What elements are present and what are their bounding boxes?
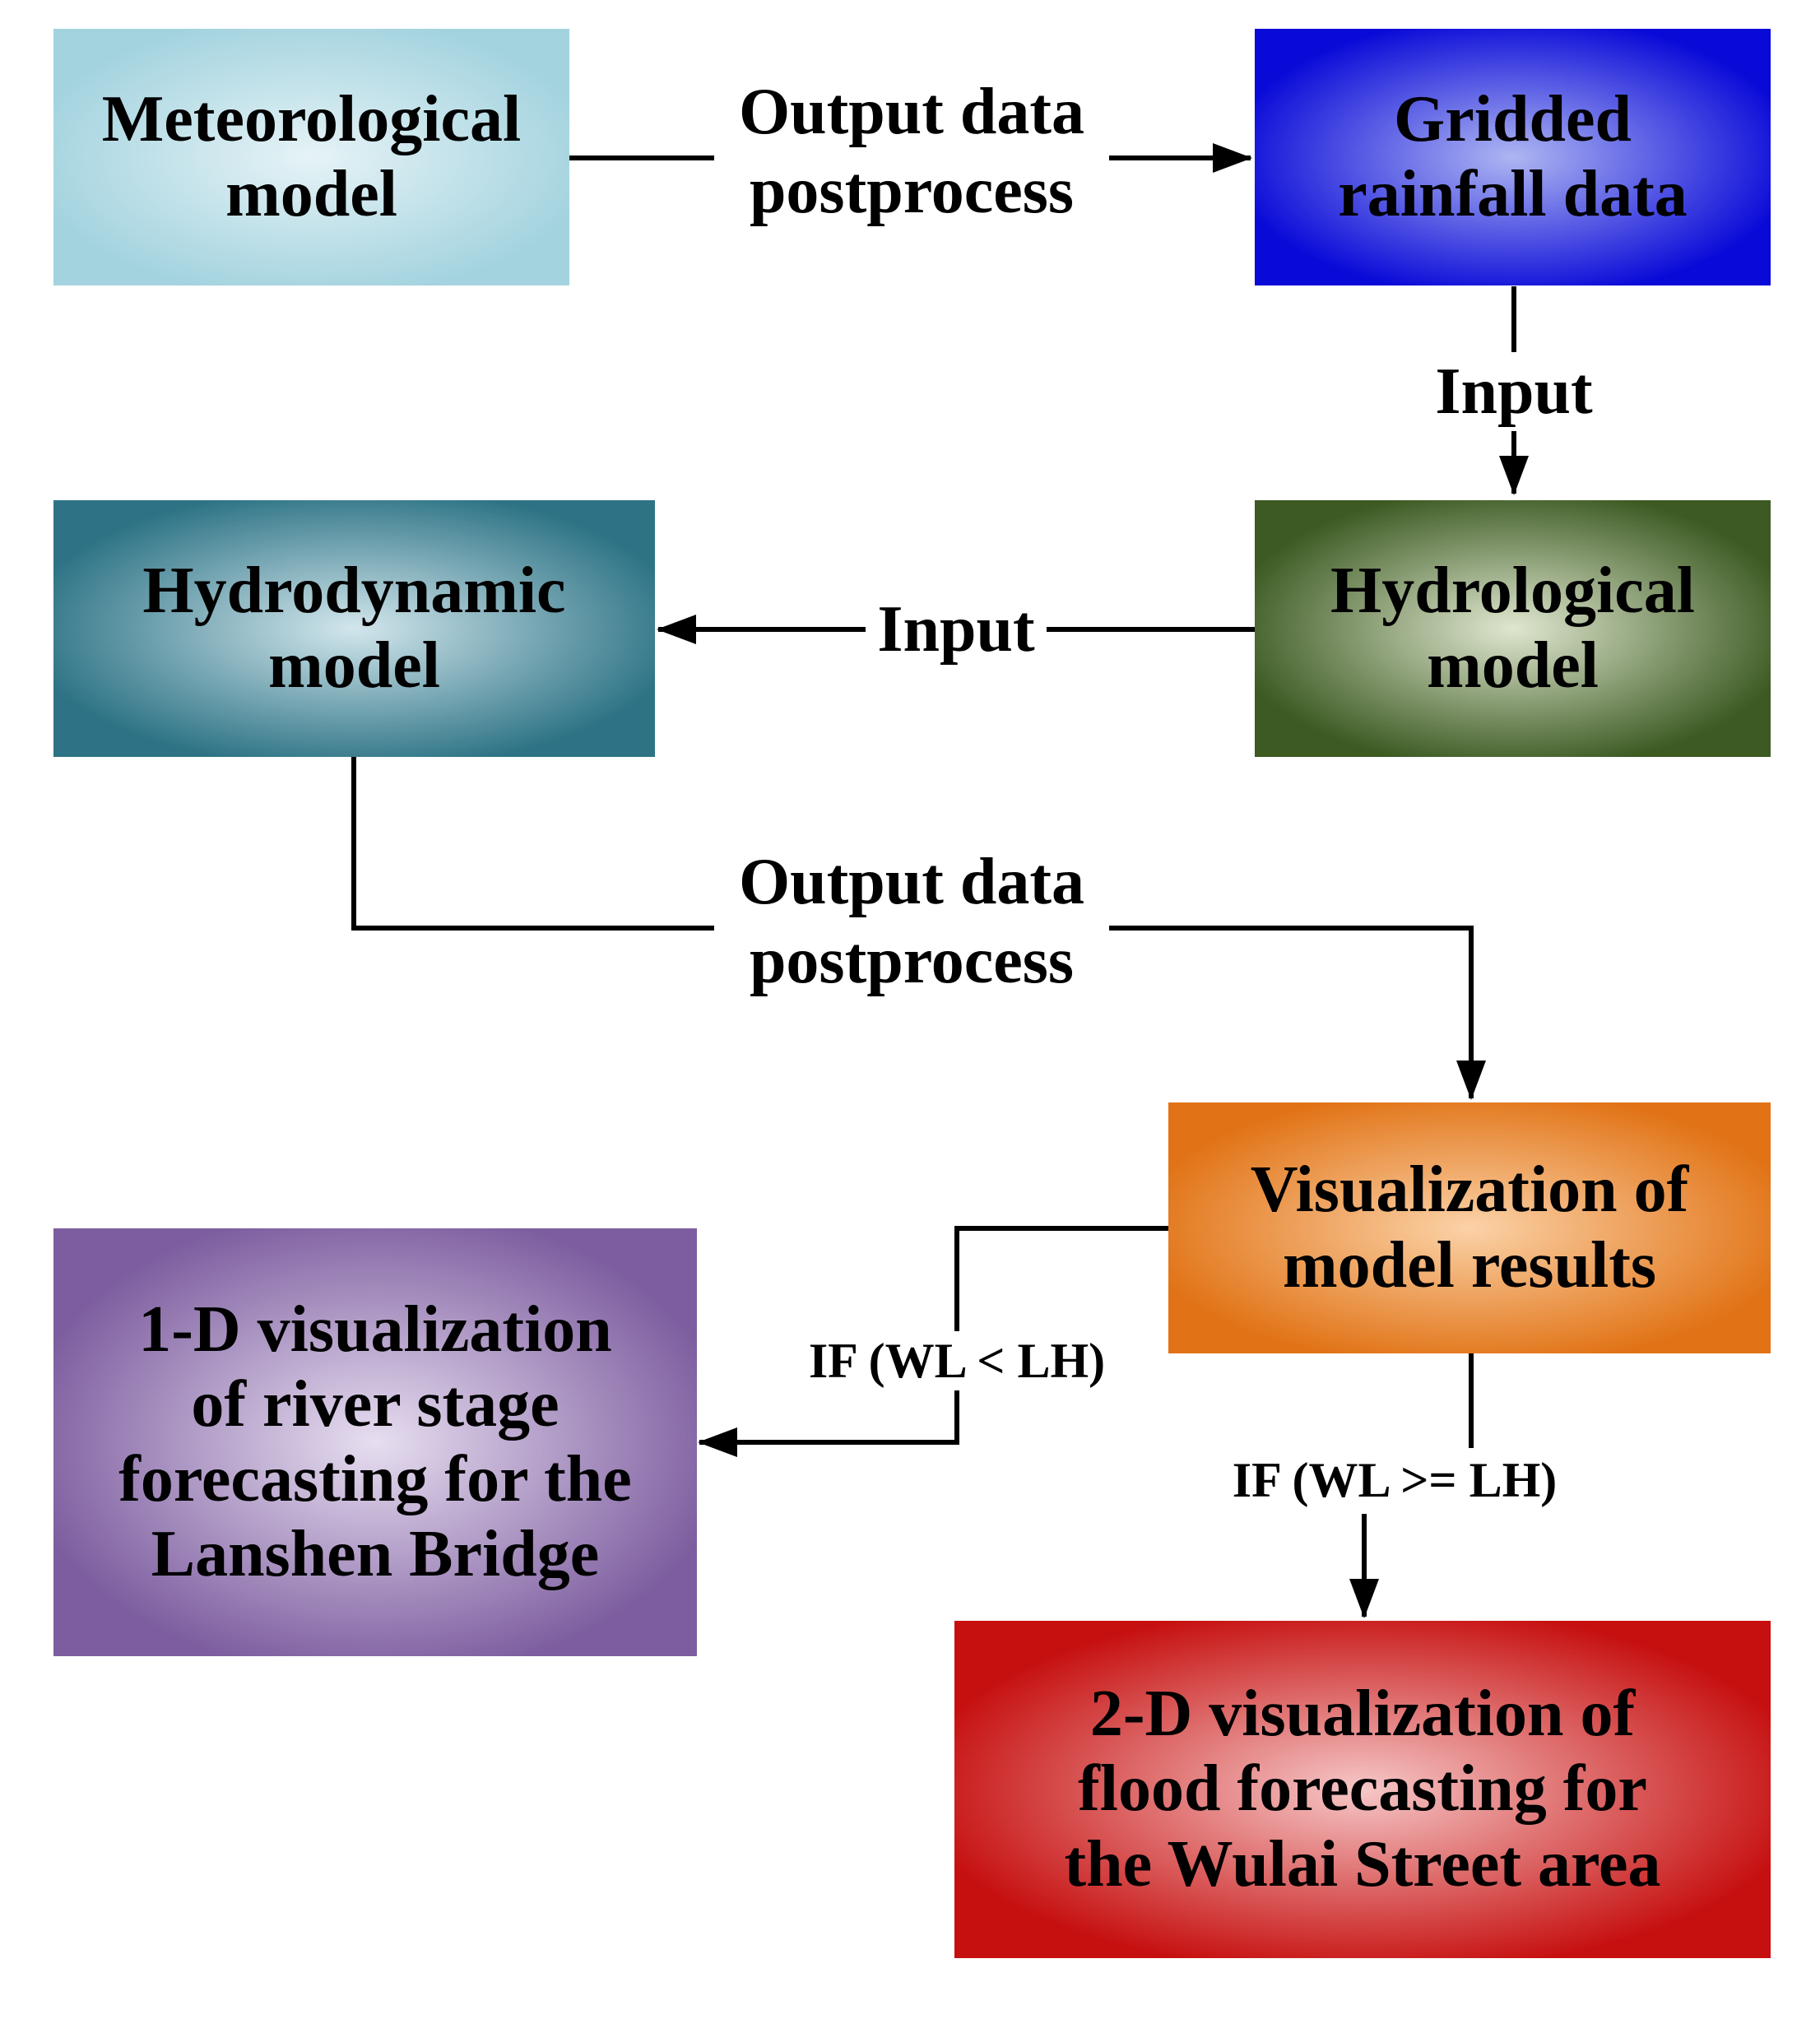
one-d-line-1: 1-D visualization — [138, 1293, 612, 1366]
edge-label-grid-to-hydro: Input — [1423, 352, 1604, 431]
edge-label-dyn-to-vis-line-2: postprocess — [749, 925, 1075, 997]
two-d-line-2: flood forecasting for — [1078, 1752, 1647, 1826]
two-d-line-3: the Wulai Street area — [1064, 1827, 1661, 1901]
gridded-rainfall-data-line-1: Gridded — [1394, 82, 1632, 155]
visualization-of-model-results-box: Visualization of model results — [1168, 1102, 1771, 1353]
edge-label-met-to-grid-line-2: postprocess — [749, 155, 1075, 227]
edge-label-vis-to-2d: IF (WL >= LH) — [1189, 1450, 1600, 1510]
two-d-line-1: 2-D visualization of — [1089, 1678, 1636, 1751]
edge-label-dyn-to-vis: Output data postprocess — [714, 842, 1109, 1000]
edge-vis-to-2d — [1364, 1353, 1474, 1617]
hydrodynamic-model-box: Hydrodynamic model — [53, 500, 655, 757]
two-d-visualization-box: 2-D visualization of flood forecasting f… — [954, 1621, 1771, 1958]
edge-label-vis-to-1d: IF (WL < LH) — [768, 1331, 1146, 1390]
one-d-line-3: forecasting for the — [118, 1443, 632, 1515]
hydrological-model-box: Hydrological model — [1255, 500, 1771, 757]
meteorological-model-line-1: Meteorological — [101, 82, 522, 155]
edge-label-hydro-to-dyn: Input — [866, 590, 1047, 669]
one-d-line-2: of river stage — [191, 1367, 559, 1441]
visualization-line-1: Visualization of — [1250, 1153, 1689, 1227]
gridded-rainfall-data-line-2: rainfall data — [1338, 158, 1688, 230]
edge-label-grid-to-hydro-line-1: Input — [1435, 355, 1593, 428]
meteorological-model-box: Meteorological model — [53, 29, 569, 285]
edge-label-met-to-grid: Output data postprocess — [714, 72, 1109, 230]
edge-label-vis-to-2d-line-1: IF (WL >= LH) — [1232, 1453, 1558, 1507]
edge-label-vis-to-1d-line-1: IF (WL < LH) — [808, 1334, 1106, 1388]
edge-label-dyn-to-vis-line-1: Output data — [738, 846, 1085, 918]
gridded-rainfall-data-box: Gridded rainfall data — [1255, 29, 1771, 285]
hydrological-model-line-2: model — [1427, 629, 1599, 702]
edge-label-met-to-grid-line-1: Output data — [738, 76, 1085, 148]
meteorological-model-line-2: model — [225, 158, 397, 230]
hydrological-model-line-1: Hydrological — [1330, 554, 1695, 627]
edge-label-hydro-to-dyn-line-1: Input — [877, 593, 1035, 666]
hydrodynamic-model-line-2: model — [268, 629, 440, 702]
one-d-line-4: Lanshen Bridge — [151, 1518, 600, 1591]
hydrodynamic-model-line-1: Hydrodynamic — [142, 554, 566, 627]
one-d-visualization-box: 1-D visualization of river stage forecas… — [53, 1228, 697, 1656]
visualization-line-2: model results — [1282, 1228, 1657, 1302]
